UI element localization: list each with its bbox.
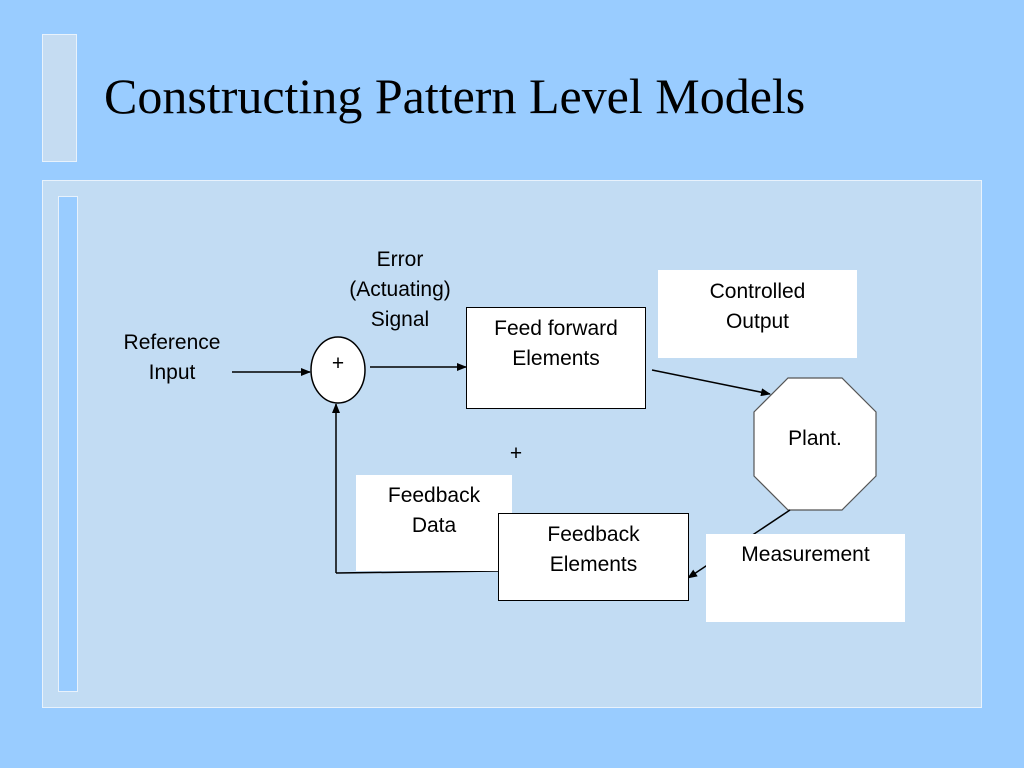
measurement-box: Measurement [706,534,905,622]
feedback-return-line [335,570,499,574]
plant-octagon [753,377,877,511]
plant-label: Plant. [788,427,842,450]
feedback-plus-sign: + [509,442,523,465]
reference-input-label: Reference Input [123,331,221,384]
arrow-feedforward-to-plant [651,369,771,397]
feedback-elements-box: Feedback Elements [498,513,689,601]
feed-forward-box: Feed forward Elements [466,307,646,409]
content-accent-bar [58,196,78,692]
controlled-output-box: Controlled Output [658,270,857,358]
feedback-data-box: Feedback Data [356,475,512,571]
error-signal-label: Error (Actuating) Signal [349,248,451,331]
title-accent-bar [42,34,77,162]
slide-title: Constructing Pattern Level Models [104,68,806,124]
summing-sign: + [331,352,345,375]
